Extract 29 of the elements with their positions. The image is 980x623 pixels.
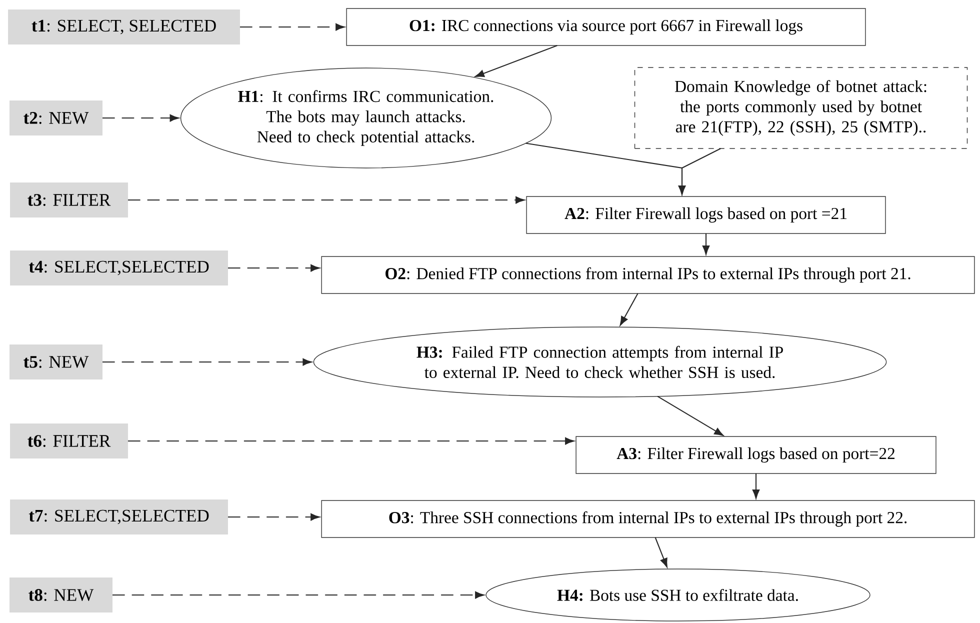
step-label: t4: SELECT,SELECTED bbox=[10, 250, 228, 286]
process-box: O3: Three SSH connections from internal IPs to external IPs through port 22. bbox=[321, 500, 975, 538]
step-label: t2: NEW bbox=[10, 100, 102, 136]
process-box: A3: Filter Firewall logs based on port=22 bbox=[576, 436, 936, 474]
step-label: t5: NEW bbox=[10, 344, 102, 380]
arrow bbox=[620, 293, 638, 326]
step-label: t7: SELECT,SELECTED bbox=[10, 500, 228, 534]
arrow bbox=[228, 264, 320, 272]
knowledge-box: Domain Knowledge of botnet attack: the ports commonly used by botnet are 21(FTP), 22 (SSH), 25 (SMTP).. bbox=[634, 67, 968, 149]
step-label: t8: NEW bbox=[10, 578, 112, 612]
arrow bbox=[678, 148, 721, 195]
step-label: t3: FILTER bbox=[10, 182, 128, 218]
process-box: O1: IRC connections via source port 6667 in Firewall logs bbox=[346, 8, 866, 46]
arrow bbox=[654, 537, 668, 568]
arrow bbox=[752, 474, 760, 499]
process-box: O2: Denied FTP connections from internal IPs to external IPs through port 21. bbox=[321, 256, 975, 294]
arrow bbox=[240, 23, 345, 31]
arrow bbox=[474, 45, 558, 78]
arrow bbox=[102, 358, 312, 366]
process-box: A2: Filter Firewall logs based on port =21 bbox=[526, 196, 886, 234]
step-label: t6: FILTER bbox=[10, 424, 128, 458]
arrow bbox=[128, 437, 574, 445]
arrow bbox=[657, 396, 724, 436]
arrow bbox=[228, 513, 320, 521]
arrow bbox=[112, 591, 484, 599]
arrow bbox=[128, 196, 525, 204]
step-label: t1: SELECT, SELECTED bbox=[8, 10, 240, 44]
arrow bbox=[102, 114, 180, 122]
arrow bbox=[702, 234, 710, 255]
